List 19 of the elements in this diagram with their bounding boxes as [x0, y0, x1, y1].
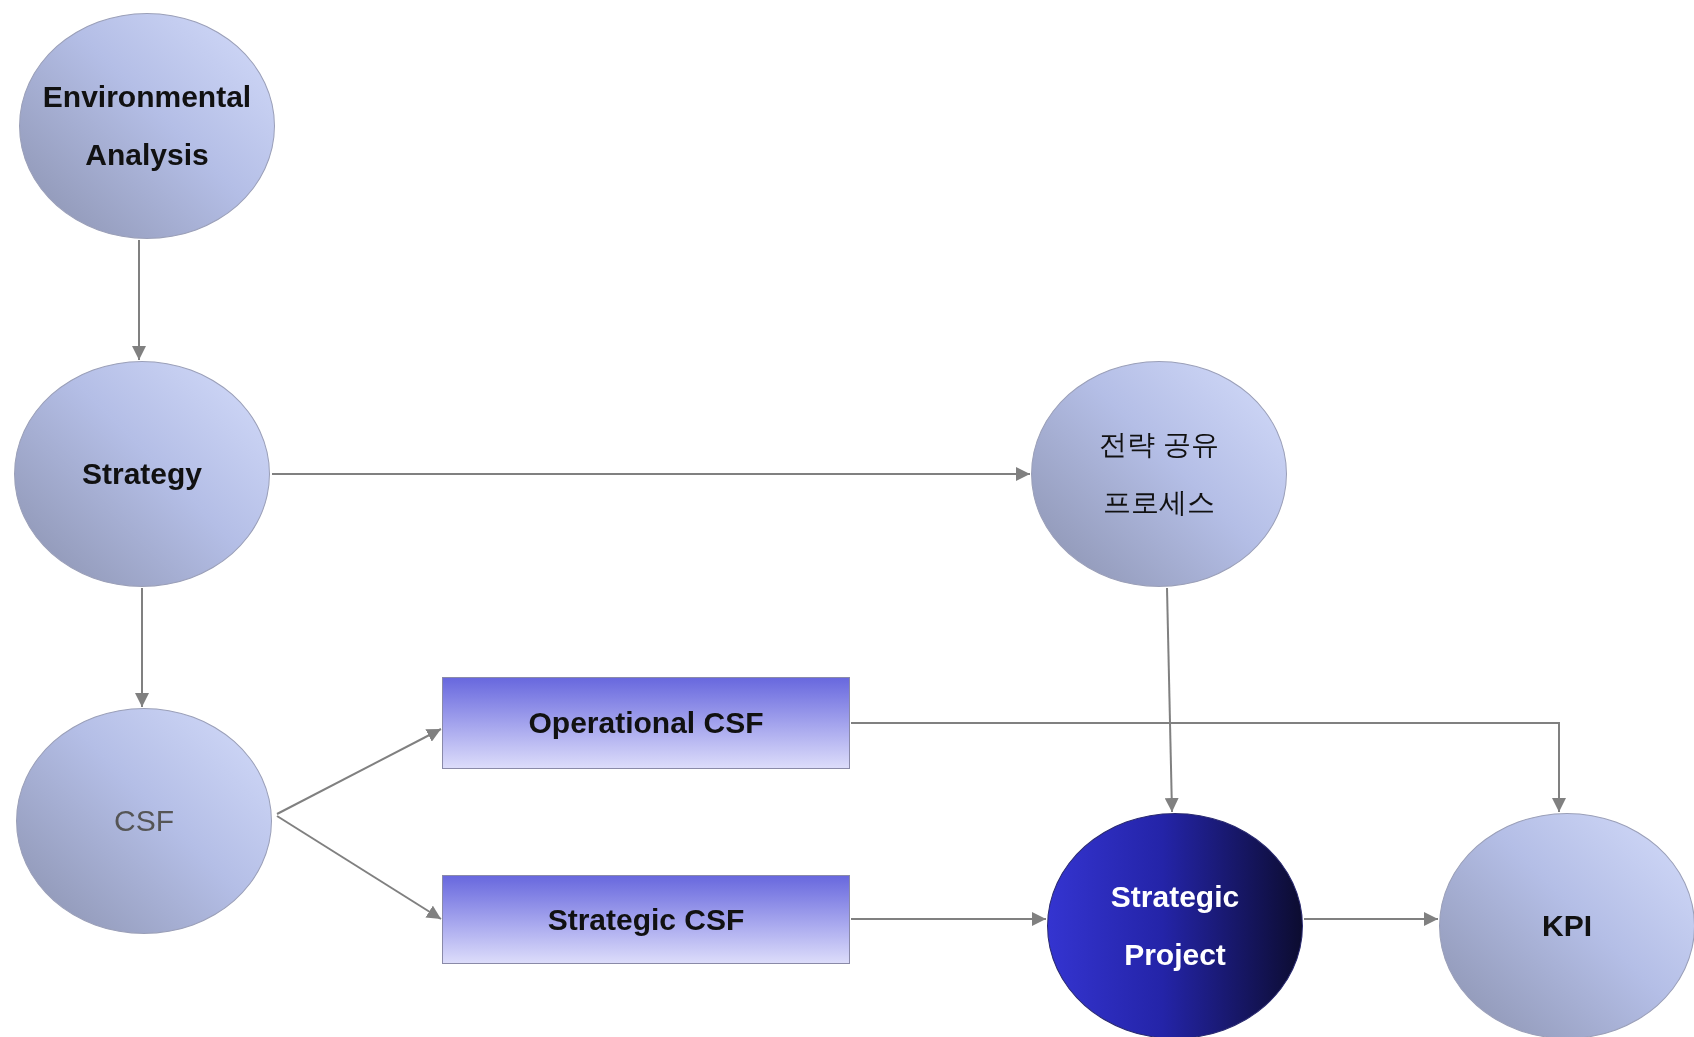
node-label: 전략 공유 프로세스 [1097, 427, 1221, 521]
arrow [1164, 587, 1179, 813]
rectangle-node [442, 677, 850, 769]
node-label: KPI [1542, 908, 1592, 944]
arrow [850, 722, 1566, 813]
node-label: Strategic CSF [547, 901, 745, 938]
arrow [276, 728, 442, 815]
arrow [271, 467, 1031, 481]
arrow [276, 815, 442, 920]
node-label: Operational CSF [528, 705, 764, 741]
node-label: Strategy [81, 456, 202, 492]
node-label: Strategic Project [1109, 879, 1241, 973]
node-label: Environmental Analysis [41, 79, 253, 173]
node-label: CSF [114, 803, 174, 839]
arrow [132, 239, 146, 361]
rectangle-node [442, 875, 850, 964]
arrow [1303, 912, 1439, 926]
arrow [850, 912, 1047, 926]
arrow [135, 587, 149, 708]
